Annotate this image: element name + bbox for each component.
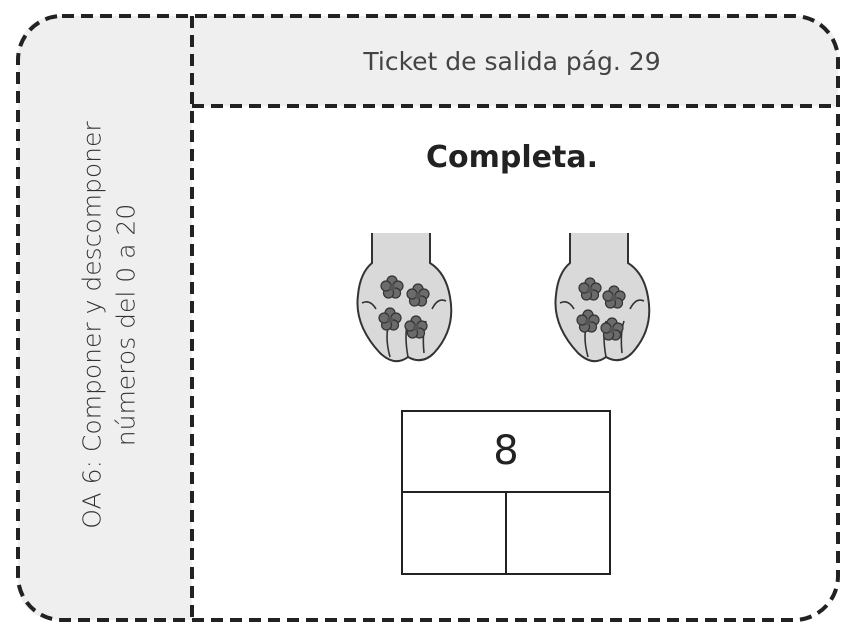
ticket-title: Ticket de salida pág. 29	[192, 16, 832, 106]
learning-objective-panel: OA 6: Componer y descomponer números del…	[40, 40, 180, 610]
right-hand	[555, 233, 649, 361]
left-hand	[357, 233, 451, 361]
exercise-instruction: Completa.	[192, 140, 832, 175]
learning-objective-line-2: números del 0 a 20	[110, 121, 144, 528]
hands-illustration	[340, 225, 680, 375]
number-bond-part-right[interactable]	[506, 492, 611, 575]
learning-objective-line-1: OA 6: Componer y descomponer	[76, 121, 110, 528]
number-bond-part-left[interactable]	[401, 492, 506, 575]
number-bond: 8	[401, 410, 611, 575]
learning-objective-text: OA 6: Componer y descomponer números del…	[76, 121, 144, 528]
number-bond-whole: 8	[401, 410, 611, 492]
